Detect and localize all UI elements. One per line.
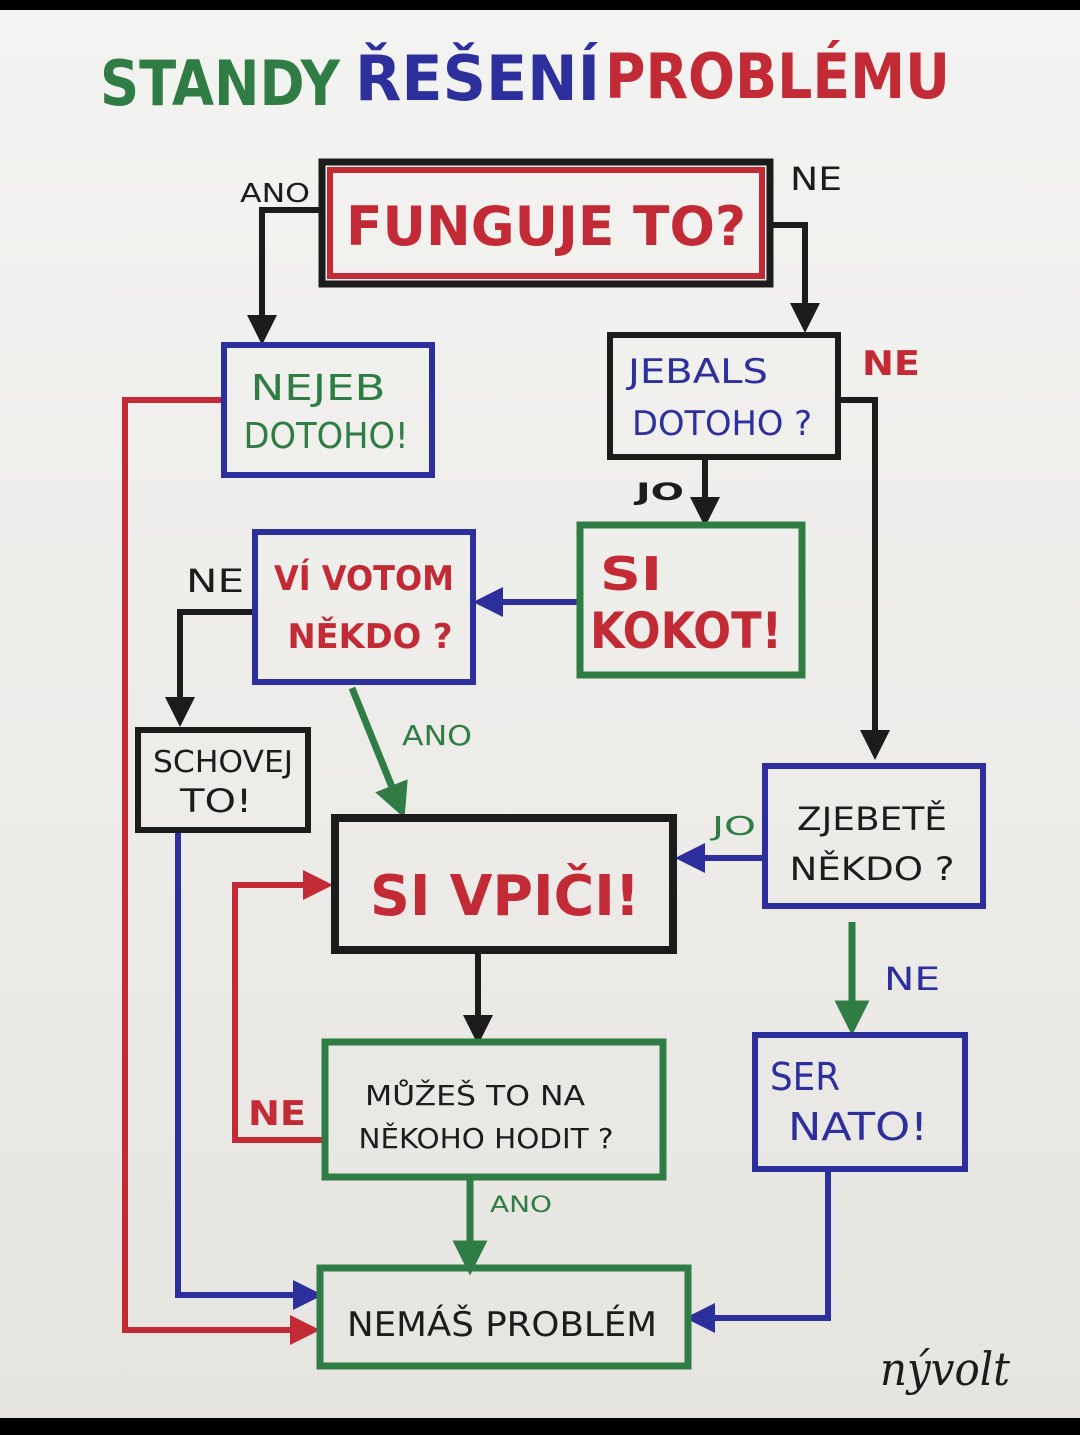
arrow-sernato-to-nemas	[685, 1172, 831, 1333]
node-funguje: FUNGUJE TO?	[318, 158, 774, 288]
label-zjebete-jo: JO	[709, 812, 756, 842]
node-vivotom-line1: VÍ VOTOM	[274, 558, 454, 599]
node-muzes-line1: MŮŽEŠ TO NA	[365, 1078, 586, 1112]
node-sikokot-line2: KOKOT!	[590, 602, 782, 660]
label-funguje-ano: ANO	[240, 179, 310, 209]
node-muzes-line2: NĚKOHO HODIT ?	[359, 1121, 614, 1155]
node-zjebete-line1: ZJEBETĚ	[797, 800, 947, 838]
label-zjebete-ne: NE	[884, 960, 940, 998]
node-jebals: JEBALS DOTOHO ?	[607, 332, 841, 460]
node-schovej-line2: TO!	[179, 782, 252, 820]
node-sivpici-text: SI VPIČI!	[370, 864, 640, 929]
arrow-funguje-to-jebals	[770, 222, 820, 333]
node-sernato: SER NATO!	[752, 1032, 968, 1172]
title-problemu: PROBLÉMU	[605, 40, 950, 113]
node-schovej-line1: SCHOVEJ	[153, 745, 293, 780]
title: STANDY ŘEŠENÍ PROBLÉMU	[100, 40, 950, 120]
title-reseni: ŘEŠENÍ	[355, 42, 600, 115]
arrow-schovej-to-nemas	[175, 832, 323, 1310]
node-vivotom: VÍ VOTOM NĚKDO ?	[252, 529, 476, 685]
node-nejeb-line1: NEJEB	[251, 368, 386, 409]
node-sikokot: SI KOKOT!	[576, 521, 806, 679]
label-jebals-ne: NE	[862, 344, 920, 384]
label-vivotom-ano: ANO	[402, 719, 472, 752]
arrow-vivotom-to-schovej	[165, 609, 255, 727]
node-nemas: NEMÁŠ PROBLÉM	[316, 1264, 692, 1370]
node-muzes: MŮŽEŠ TO NA NĚKOHO HODIT ?	[321, 1038, 667, 1181]
label-funguje-ne: NE	[790, 160, 842, 198]
label-muzes-ne: NE	[248, 1094, 306, 1134]
arrow-muzes-to-sivpici	[232, 870, 333, 1143]
node-sernato-line2: NATO!	[788, 1105, 928, 1149]
arrow-jebals-to-zjebete	[838, 397, 890, 760]
node-sivpici: SI VPIČI!	[331, 814, 677, 954]
node-schovej: SCHOVEJ TO!	[135, 727, 311, 833]
node-nejeb: NEJEB DOTOHO!	[221, 342, 435, 478]
label-vivotom-ne: NE	[186, 562, 244, 600]
arrow-vivotom-to-sivpici	[348, 686, 408, 819]
node-nemas-text: NEMÁŠ PROBLÉM	[347, 1304, 657, 1345]
arrow-funguje-to-nejeb	[247, 207, 320, 345]
node-jebals-line1: JEBALS	[625, 352, 768, 392]
label-muzes-ano: ANO	[490, 1193, 552, 1218]
node-zjebete: ZJEBETĚ NĚKDO ?	[762, 763, 986, 909]
node-jebals-line2: DOTOHO ?	[632, 404, 812, 444]
node-sernato-line1: SER	[770, 1055, 840, 1099]
bottom-bar	[0, 1418, 1080, 1435]
signature: nývolt	[880, 1342, 1010, 1396]
node-sikokot-line1: SI	[600, 547, 662, 601]
node-vivotom-line2: NĚKDO ?	[288, 616, 453, 657]
arrow-nejeb-to-nemas	[122, 397, 320, 1345]
label-jebals-jo: JO	[633, 478, 684, 506]
title-standy: STANDY	[100, 47, 341, 120]
node-funguje-text: FUNGUJE TO?	[346, 195, 746, 258]
node-nejeb-line2: DOTOHO!	[244, 416, 409, 457]
node-zjebete-line2: NĚKDO ?	[790, 850, 955, 888]
